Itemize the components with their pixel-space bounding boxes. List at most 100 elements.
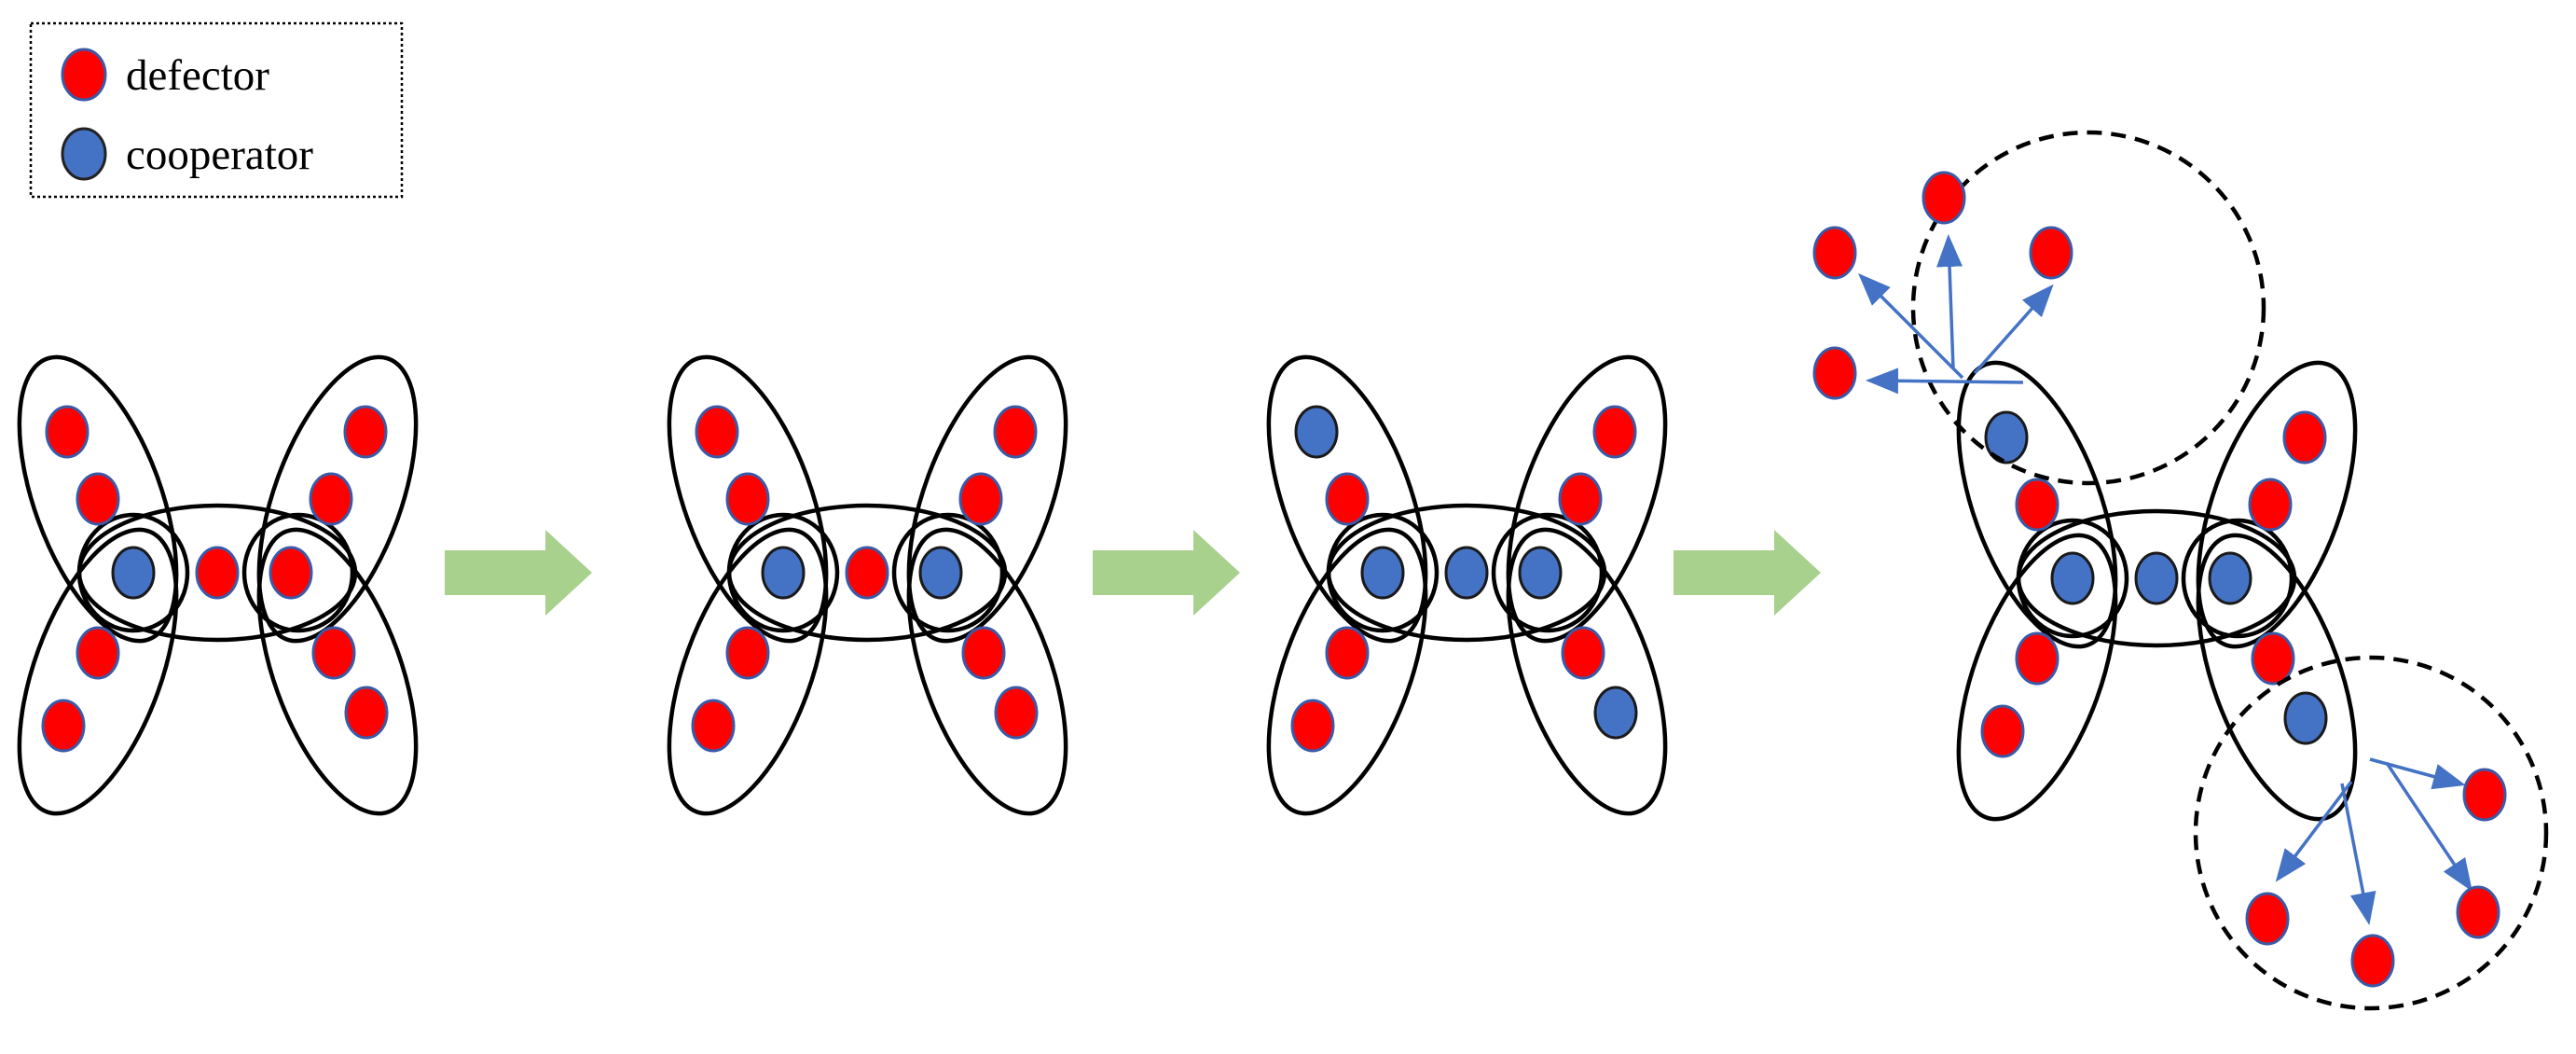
center-cooperator-node [2134, 551, 2179, 605]
panel-2 [667, 354, 1068, 816]
transition-arrows [445, 530, 1821, 616]
panel-1 [17, 354, 419, 816]
upper-right-defector-node [1592, 405, 1637, 459]
spread-arrow [2369, 757, 2466, 790]
upper-left-defector-node [725, 472, 770, 526]
right-junction-cooperator-node [2208, 551, 2252, 605]
upper-left-defector-node [2015, 478, 2059, 532]
right-junction-defector-node [269, 546, 313, 600]
petal-upper-right [256, 354, 419, 644]
panel-3 [1266, 354, 1668, 816]
right-junction [2181, 518, 2294, 639]
panels [17, 354, 2358, 822]
spread-arrow [1936, 234, 1963, 369]
upper-right-defector-node [1558, 472, 1603, 526]
upper-right-defector-node [2248, 478, 2293, 532]
upper-left-cooperator-node [1294, 405, 1339, 459]
center-cooperator-node [1444, 546, 1489, 600]
lower-left-defector-node [2015, 631, 2059, 686]
left-junction-cooperator-node [111, 546, 156, 600]
legend: defector cooperator [29, 21, 404, 199]
spread-arrow [1866, 368, 2024, 395]
spread-arrow [1973, 284, 2054, 375]
upper-right-defector-node [2282, 410, 2327, 465]
spread-target-defector-node [1922, 171, 1966, 225]
upper-left-defector-node [45, 405, 90, 459]
upper-right-defector-node [309, 472, 353, 526]
petal-lower-right [906, 527, 1068, 816]
lower-right-defector-node [994, 686, 1039, 740]
petal-upper-right [906, 354, 1068, 644]
influence-circle [2193, 655, 2549, 1011]
lower-right-cooperator-node [2283, 691, 2328, 745]
right-junction [891, 512, 1005, 633]
spread-target-defector-node [1812, 346, 1857, 400]
upper-left-cooperator-node [1984, 410, 2029, 465]
lower-right-cooperator-node [1593, 686, 1638, 740]
spread-arrow [1858, 273, 1964, 380]
petal-lower-left [1266, 527, 1428, 816]
petal-lower-left [17, 527, 179, 816]
spread-group-2 [2193, 655, 2549, 1011]
legend-defector-swatch [61, 48, 107, 102]
petal-upper-right [2196, 360, 2358, 649]
spread-arrow [2385, 762, 2473, 892]
upper-right-defector-node [343, 405, 388, 459]
right-junction-cooperator-node [1518, 546, 1563, 600]
petal-upper-left [1266, 354, 1428, 644]
right-junction-cooperator-node [918, 546, 963, 600]
right-junction [1491, 512, 1605, 633]
spread-target-defector-node [2029, 226, 2073, 280]
petal-upper-right [1506, 354, 1668, 644]
petal-lower-right [256, 527, 419, 816]
transition-arrow-1 [445, 530, 592, 616]
left-junction-cooperator-node [761, 546, 806, 600]
influence-circle [1910, 130, 2266, 486]
spread-target-defector-node [1812, 226, 1857, 280]
upper-left-defector-node [76, 472, 120, 526]
petal-upper-left [17, 354, 179, 644]
petal-lower-left [1956, 533, 2118, 822]
spread-target-defector-node [2350, 934, 2395, 988]
lower-right-defector-node [344, 686, 389, 740]
left-junction-cooperator-node [2050, 551, 2095, 605]
legend-cooperator-label: cooperator [126, 131, 313, 179]
left-junction [1326, 512, 1440, 633]
upper-right-defector-node [993, 405, 1038, 459]
spread-target-defector-node [2462, 768, 2507, 822]
upper-left-defector-node [695, 405, 739, 459]
petal-lower-right [2196, 533, 2358, 822]
left-junction [726, 512, 840, 633]
lower-left-defector-node [1980, 704, 2025, 758]
transition-arrow-3 [1674, 530, 1821, 616]
lower-left-defector-node [41, 699, 86, 753]
lower-left-defector-node [1325, 626, 1370, 680]
right-junction [241, 512, 355, 633]
spread-target-defector-node [2245, 892, 2290, 946]
lower-right-defector-node [1561, 626, 1605, 680]
lower-left-defector-node [76, 626, 120, 680]
transition-arrow-2 [1093, 530, 1240, 616]
lower-left-defector-node [725, 626, 770, 680]
petal-lower-right [1506, 527, 1668, 816]
spread-arrow [2340, 783, 2376, 925]
upper-right-defector-node [958, 472, 1003, 526]
upper-left-defector-node [1325, 472, 1370, 526]
lower-right-defector-node [961, 626, 1006, 680]
petal-lower-left [667, 527, 829, 816]
lower-left-defector-node [691, 699, 736, 753]
center-defector-node [845, 546, 889, 600]
lower-right-defector-node [2251, 631, 2295, 686]
legend-defector-label: defector [126, 51, 269, 100]
center-defector-node [195, 546, 240, 600]
petal-upper-left [667, 354, 829, 644]
left-junction [76, 512, 190, 633]
left-junction-cooperator-node [1360, 546, 1405, 600]
panel-4 [1956, 360, 2358, 822]
spread-target-defector-node [2456, 885, 2500, 939]
spread-groups [1812, 130, 2549, 1011]
left-junction [2016, 518, 2129, 639]
lower-right-defector-node [311, 626, 356, 680]
spread-arrow [2275, 780, 2353, 882]
